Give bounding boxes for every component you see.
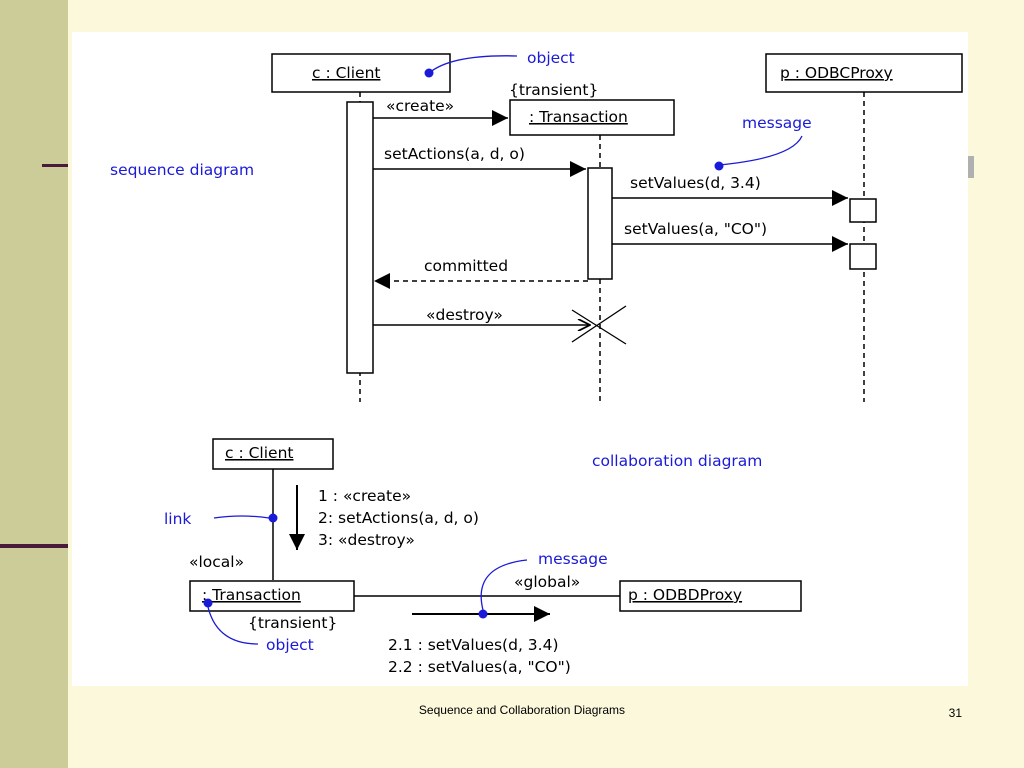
seq-msg-set-values-1: setValues(d, 3.4) — [630, 174, 761, 192]
slide-accent-rule — [968, 156, 974, 178]
collab-transaction-object: : Transaction — [189, 580, 355, 612]
collab-proxy-object: p : ODBDProxy — [619, 580, 802, 612]
object-note-leader — [428, 55, 518, 74]
client-activation — [346, 101, 374, 374]
seq-proxy-object: p : ODBCProxy — [765, 53, 963, 93]
link-dot — [268, 513, 278, 523]
message-note-leader — [480, 559, 528, 611]
collab-transient-label: {transient} — [248, 614, 337, 632]
slide-accent-rule — [0, 544, 68, 548]
collab-msg-3: 3: «destroy» — [318, 531, 415, 549]
transaction-activation — [587, 167, 613, 280]
collab-msg-2-2: 2.2 : setValues(a, "CO") — [388, 658, 571, 676]
seq-msg-committed: committed — [424, 257, 508, 275]
proxy-activation — [849, 198, 877, 223]
collab-global-label: «global» — [514, 573, 580, 591]
collab-client-object: c : Client — [212, 438, 334, 470]
seq-transaction-label: : Transaction — [529, 108, 628, 126]
slide-page-number: 31 — [948, 706, 962, 720]
message-dot — [478, 609, 488, 619]
collaboration-diagram-label: collaboration diagram — [592, 452, 762, 470]
object-note-leader — [207, 606, 259, 645]
collab-object-note: object — [266, 636, 314, 654]
collab-msg-1: 1 : «create» — [318, 487, 411, 505]
seq-msg-destroy: «destroy» — [426, 306, 503, 324]
sequence-diagram-label: sequence diagram — [110, 161, 254, 179]
seq-transient-label: {transient} — [509, 81, 598, 99]
seq-object-note: object — [527, 49, 575, 67]
collab-msg-2-1: 2.1 : setValues(d, 3.4) — [388, 636, 559, 654]
slide-left-band — [0, 0, 68, 768]
seq-msg-set-actions: setActions(a, d, o) — [384, 145, 525, 163]
destroy-x-mark — [571, 305, 627, 345]
seq-msg-set-values-2: setValues(a, "CO") — [624, 220, 767, 238]
slide-accent-rule — [42, 164, 68, 167]
collab-local-label: «local» — [189, 553, 244, 571]
seq-proxy-label: p : ODBCProxy — [780, 64, 893, 82]
collab-msg-2: 2: setActions(a, d, o) — [318, 509, 479, 527]
collab-transaction-label: : Transaction — [202, 586, 301, 604]
seq-transaction-object: : Transaction — [509, 99, 675, 136]
collab-message-note: message — [538, 550, 608, 568]
proxy-activation — [849, 243, 877, 270]
seq-message-note: message — [742, 114, 812, 132]
collab-proxy-label: p : ODBDProxy — [628, 586, 742, 604]
seq-msg-create: «create» — [386, 97, 454, 115]
message-dot — [714, 161, 724, 171]
diagram-image: sequence diagram c : Client object {tran… — [72, 32, 968, 686]
link-note-leader — [213, 515, 270, 519]
message-note-leader — [718, 135, 803, 166]
seq-client-object: c : Client — [271, 53, 451, 93]
object-dot — [203, 598, 213, 608]
collab-link-note: link — [164, 510, 191, 528]
slide-footer-title: Sequence and Collaboration Diagrams — [418, 703, 626, 717]
collab-client-label: c : Client — [225, 444, 293, 462]
seq-client-label: c : Client — [312, 64, 380, 82]
